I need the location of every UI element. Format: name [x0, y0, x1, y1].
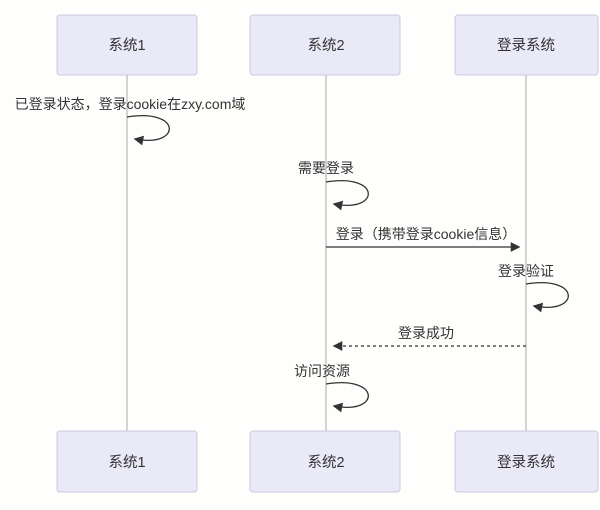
actor-label-sys2-top: 系统2: [307, 37, 344, 54]
actor-label-sys1-bottom: 系统1: [108, 454, 145, 471]
actor-box-rect: [454, 430, 599, 493]
message-label: 已登录状态，登录cookie在zxy.com域: [15, 96, 246, 112]
actor-label-login-bottom: 登录系统: [497, 454, 555, 471]
actor-box-rect: [454, 14, 599, 76]
actor-label-sys2-bottom: 系统2: [307, 454, 344, 471]
message-label: 登录验证: [498, 263, 554, 279]
self-loop-arrow: [325, 180, 369, 211]
actor-box-login-bottom: 登录系统: [454, 430, 599, 493]
message-label: 需要登录: [298, 160, 354, 176]
actor-label-sys1-top: 系统1: [108, 37, 145, 54]
message-self-sys2-access-resource: 访问资源: [294, 363, 369, 413]
message-dashed-login-success: 登录成功: [332, 325, 526, 351]
actor-box-sys2-top: 系统2: [249, 14, 401, 76]
message-self-sys1-logged-in: 已登录状态，登录cookie在zxy.com域: [15, 96, 246, 146]
message-self-sys2-need-login: 需要登录: [298, 160, 369, 211]
message-solid-login-request: 登录（携带登录cookie信息）: [326, 226, 521, 252]
actor-box-login-top: 登录系统: [454, 14, 599, 76]
message-label: 登录成功: [398, 325, 454, 341]
self-loop-arrow: [325, 382, 369, 413]
actor-box-sys1-top: 系统1: [56, 14, 198, 76]
actor-box-sys1-bottom: 系统1: [56, 430, 198, 493]
self-loop-arrow: [126, 115, 170, 146]
message-label: 登录（携带登录cookie信息）: [336, 226, 516, 242]
message-self-login-verify: 登录验证: [498, 263, 569, 313]
actor-box-rect: [249, 430, 401, 493]
actor-box-rect: [249, 14, 401, 76]
self-loop-arrow: [525, 282, 569, 313]
actor-label-login-top: 登录系统: [497, 37, 555, 54]
actor-box-rect: [56, 14, 198, 76]
actor-box-rect: [56, 430, 198, 493]
message-label: 访问资源: [294, 363, 350, 379]
actor-box-sys2-bottom: 系统2: [249, 430, 401, 493]
